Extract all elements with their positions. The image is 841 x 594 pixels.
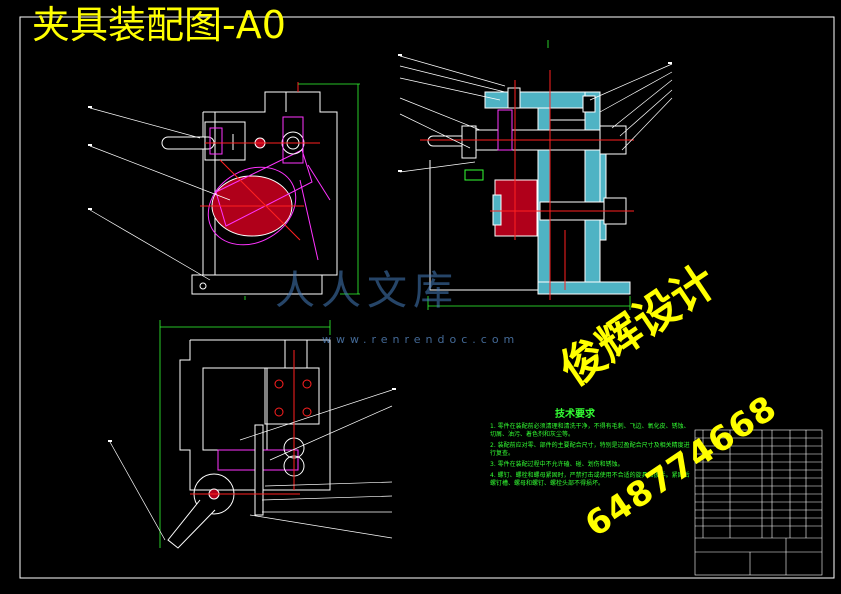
side-view-dimensions [427, 40, 631, 310]
balloon-marks [88, 54, 672, 442]
requirement-item: 2. 装配前应对零、部件的主要配合尺寸，特别是过盈配合尺寸及相关精度进行复查。 [490, 442, 690, 457]
front-view-leaders [89, 107, 231, 281]
top-view-dimensions [159, 320, 331, 548]
top-view-leaders [109, 389, 393, 541]
drawing-title: 夹具装配图-A0 [32, 3, 286, 47]
top-view [167, 339, 331, 549]
side-view-leaders [399, 55, 673, 173]
requirement-item: 4. 螺钉、螺栓和螺母紧固时，严禁打击或使用不合适的旋具和扳手。紧固后螺钉槽、螺… [490, 472, 690, 487]
watermark-logo: 人人文库 [275, 268, 459, 314]
requirement-item: 1. 零件在装配前必须清理和清洗干净，不得有毛刺、飞边、氧化皮、锈蚀、切屑、油污… [490, 423, 690, 438]
side-section-view [420, 70, 634, 300]
front-view [161, 82, 338, 295]
drawing-frame [19, 16, 835, 579]
watermark-url: www.renrendoc.com [322, 333, 520, 346]
requirement-item: 3. 零件在装配过程中不允许磕、碰、划伤和锈蚀。 [490, 461, 624, 468]
technical-requirements-title: 技术要求 [555, 409, 595, 420]
title-block [694, 429, 823, 576]
technical-requirements: 1. 零件在装配前必须清理和清洗干净，不得有毛刺、飞边、氧化皮、锈蚀、切屑、油污… [490, 423, 690, 491]
front-view-dimensions [244, 83, 360, 300]
